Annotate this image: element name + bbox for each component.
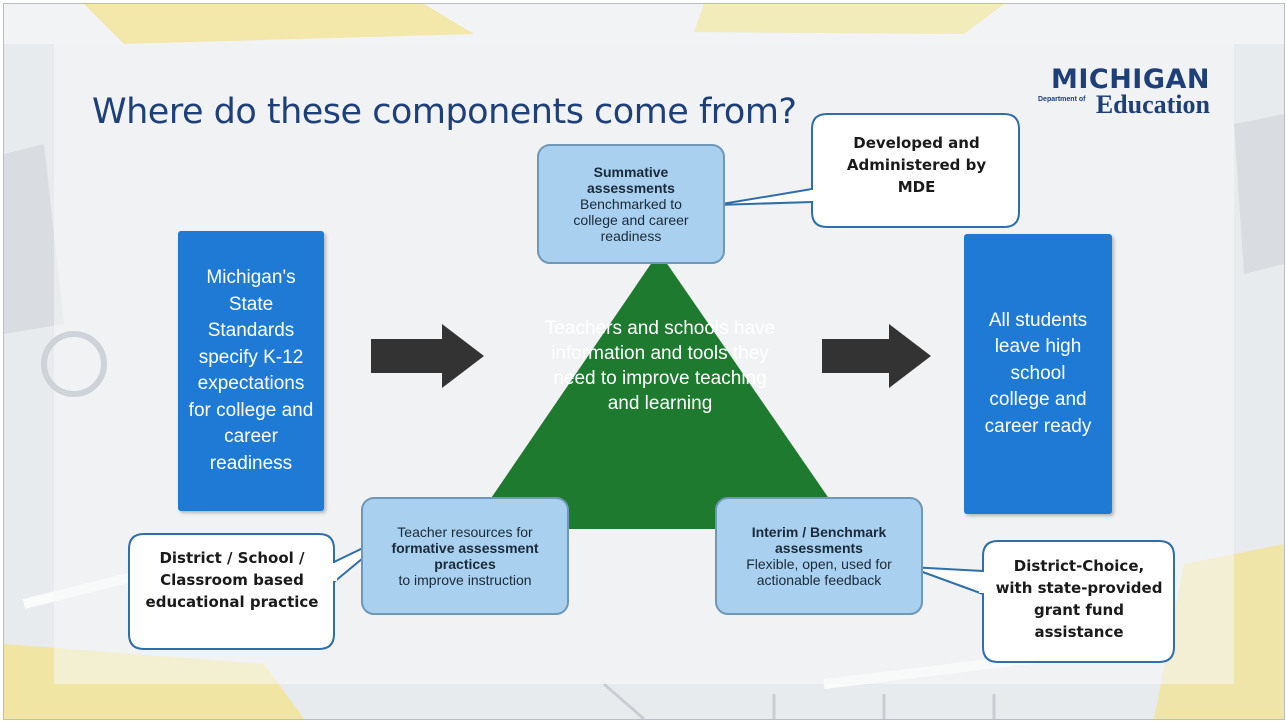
center-text: Teachers and schools have information an… (544, 318, 776, 414)
students-outcome-text: All students leave high school college a… (984, 309, 1092, 437)
callout-mde-bubble (811, 113, 1020, 228)
summative-heading: Summative assessments (587, 164, 675, 196)
callout-district-text: District / School / Classroom based educ… (145, 549, 319, 611)
left-arrow-icon (371, 324, 484, 388)
interim-box: Interim / Benchmark assessments Flexible… (715, 497, 923, 615)
callout-grant-text: District-Choice, with state-provided gra… (995, 557, 1163, 641)
interim-heading: Interim / Benchmark assessments (751, 524, 887, 556)
formative-box: Teacher resources for formative assessme… (361, 497, 569, 615)
interim-body: Flexible, open, used for actionable feed… (746, 556, 892, 588)
center-triangle (470, 252, 850, 529)
michigan-education-logo: MICHIGAN Department of Education (1024, 60, 1224, 122)
callout-grant-bubble (982, 540, 1175, 663)
formative-pre: Teacher resources for (397, 524, 533, 540)
summative-box: Summative assessments Benchmarked to col… (537, 144, 725, 264)
formative-body: to improve instruction (398, 572, 532, 588)
logo-education: Education (1095, 90, 1210, 119)
state-standards-box: Michigan's State Standards specify K-12 … (178, 231, 324, 511)
students-outcome-box: All students leave high school college a… (964, 234, 1112, 514)
slide-title: Where do these components come from? (92, 92, 797, 132)
formative-heading: formative assessment practices (391, 540, 539, 572)
slide: Where do these components come from? MIC… (3, 3, 1285, 720)
state-standards-text: Michigan's State Standards specify K-12 … (188, 267, 314, 474)
callout-district-bubble (128, 533, 335, 650)
logo-michigan: MICHIGAN (1050, 64, 1210, 95)
right-arrow-icon (822, 324, 931, 388)
logo-department: Department of (1038, 96, 1086, 103)
summative-body: Benchmarked to college and career readin… (573, 196, 689, 244)
callout-mde-text: Developed and Administered by MDE (846, 134, 987, 196)
